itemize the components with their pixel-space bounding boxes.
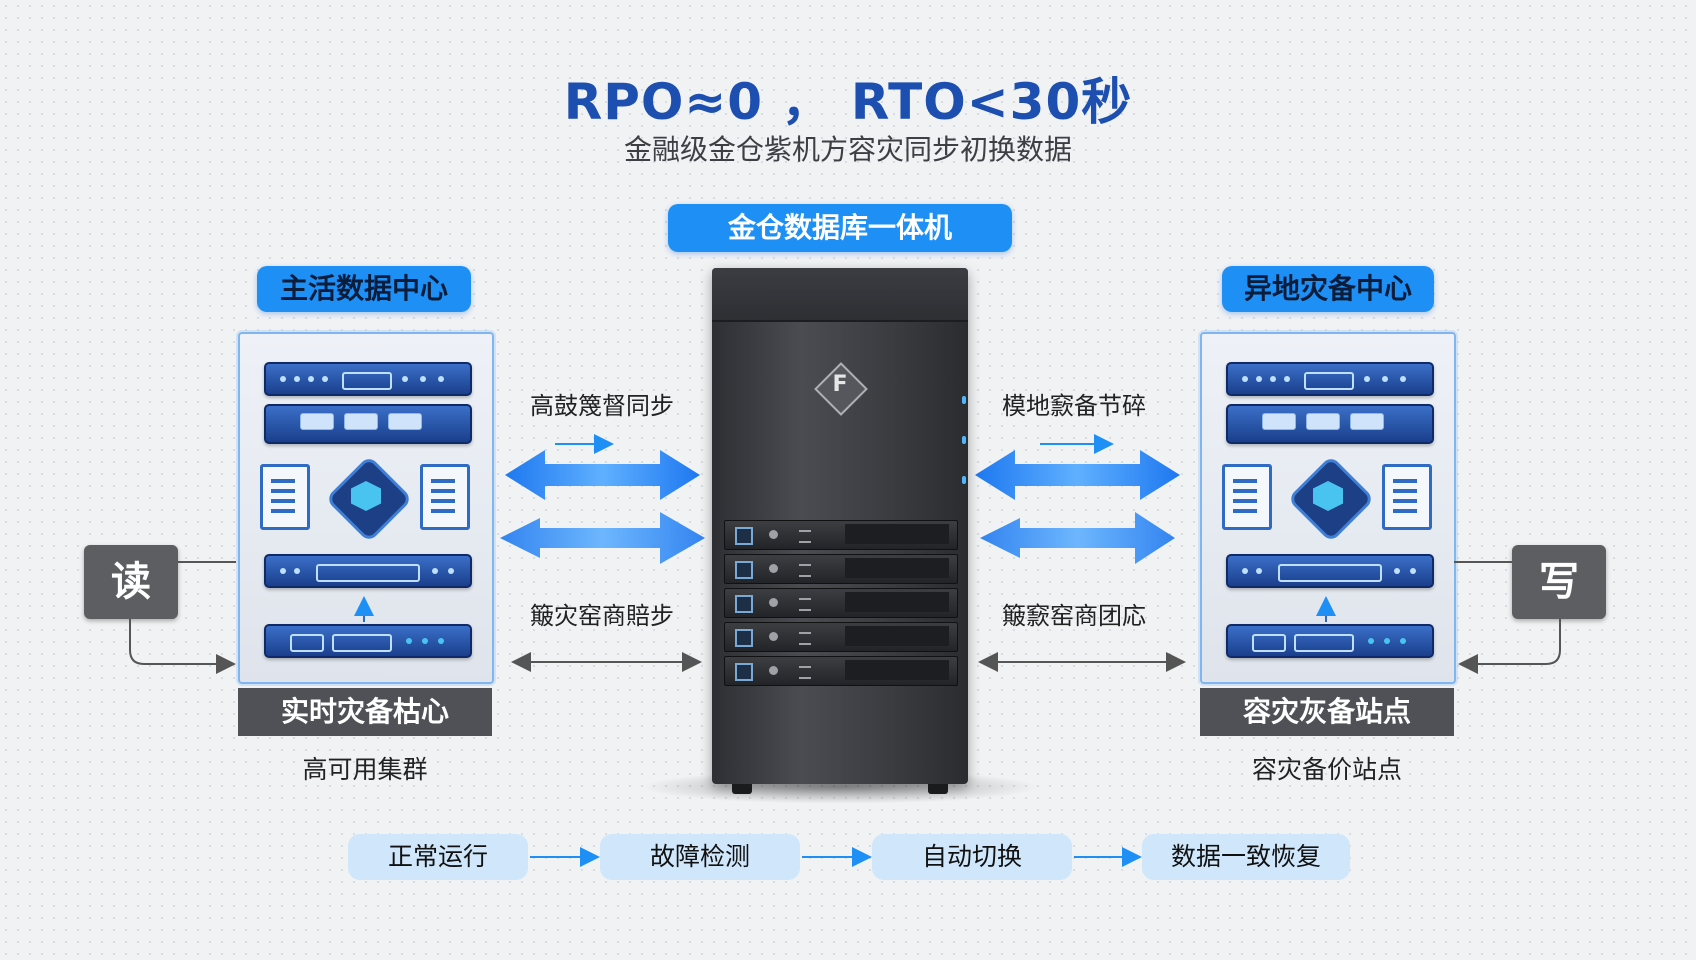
link-label-right-bottom: 簸窾窑商团応 xyxy=(1002,602,1146,630)
dr-site-label: 容灾灰备站点 xyxy=(1200,688,1454,736)
write-node-box: 写 xyxy=(1512,545,1606,619)
status-led xyxy=(962,476,966,484)
rack-unit xyxy=(1226,362,1434,396)
drive-bay xyxy=(724,656,958,686)
database-core-icon xyxy=(351,481,381,511)
link-label-right-top: 模地窾备节碎 xyxy=(1002,392,1146,420)
document-icon xyxy=(260,464,310,530)
primary-site-label: 实时灾备枯心 xyxy=(238,688,492,736)
document-icon xyxy=(1222,464,1272,530)
link-label-left-bottom: 簸灾窑商賠步 xyxy=(530,602,674,630)
rack-unit xyxy=(1226,404,1434,444)
status-led xyxy=(962,396,966,404)
flow-step-recover: 数据一致恢复 xyxy=(1142,834,1350,880)
database-appliance-server: F xyxy=(712,268,968,784)
sync-arrow-left-lower xyxy=(500,512,705,564)
dr-site-title: 异地灾备中心 xyxy=(1222,266,1434,312)
flow-step-normal: 正常运行 xyxy=(348,834,528,880)
drive-bay xyxy=(724,554,958,584)
document-icon xyxy=(1382,464,1432,530)
server-logo: F xyxy=(832,372,848,397)
rack-unit xyxy=(264,624,472,658)
dr-site-panel xyxy=(1200,332,1456,684)
database-core-icon xyxy=(1313,481,1343,511)
rack-unit xyxy=(1226,624,1434,658)
status-led xyxy=(962,436,966,444)
link-label-left-top: 高鼓篾督同步 xyxy=(530,392,674,420)
sync-arrow-left-upper xyxy=(505,450,700,500)
drive-bay xyxy=(724,588,958,618)
rack-unit xyxy=(264,362,472,396)
primary-site-title: 主活数据中心 xyxy=(257,266,471,312)
rack-unit xyxy=(264,554,472,588)
primary-site-panel xyxy=(238,332,494,684)
server-top-panel xyxy=(712,268,968,322)
page-subtitle: 金融级金仓紫机方容灾同步初换数据 xyxy=(623,133,1072,166)
primary-site-caption: 高可用集群 xyxy=(302,755,428,784)
sync-arrow-right-upper xyxy=(975,450,1180,500)
rack-unit xyxy=(1226,554,1434,588)
document-icon xyxy=(420,464,470,530)
page-title: RPO≈0 ， RTO<30秒 xyxy=(563,73,1133,131)
drive-bay xyxy=(724,520,958,550)
server-foot xyxy=(732,784,752,794)
flow-step-switch: 自动切换 xyxy=(872,834,1072,880)
drive-bay xyxy=(724,622,958,652)
rack-unit xyxy=(264,404,472,444)
flow-step-detect: 故障检测 xyxy=(600,834,800,880)
dr-site-caption: 容灾备价站点 xyxy=(1251,755,1402,784)
server-foot xyxy=(928,784,948,794)
product-label: 金仓数据库一体机 xyxy=(668,204,1012,252)
read-node-box: 读 xyxy=(84,545,178,619)
sync-arrow-right-lower xyxy=(980,512,1175,564)
